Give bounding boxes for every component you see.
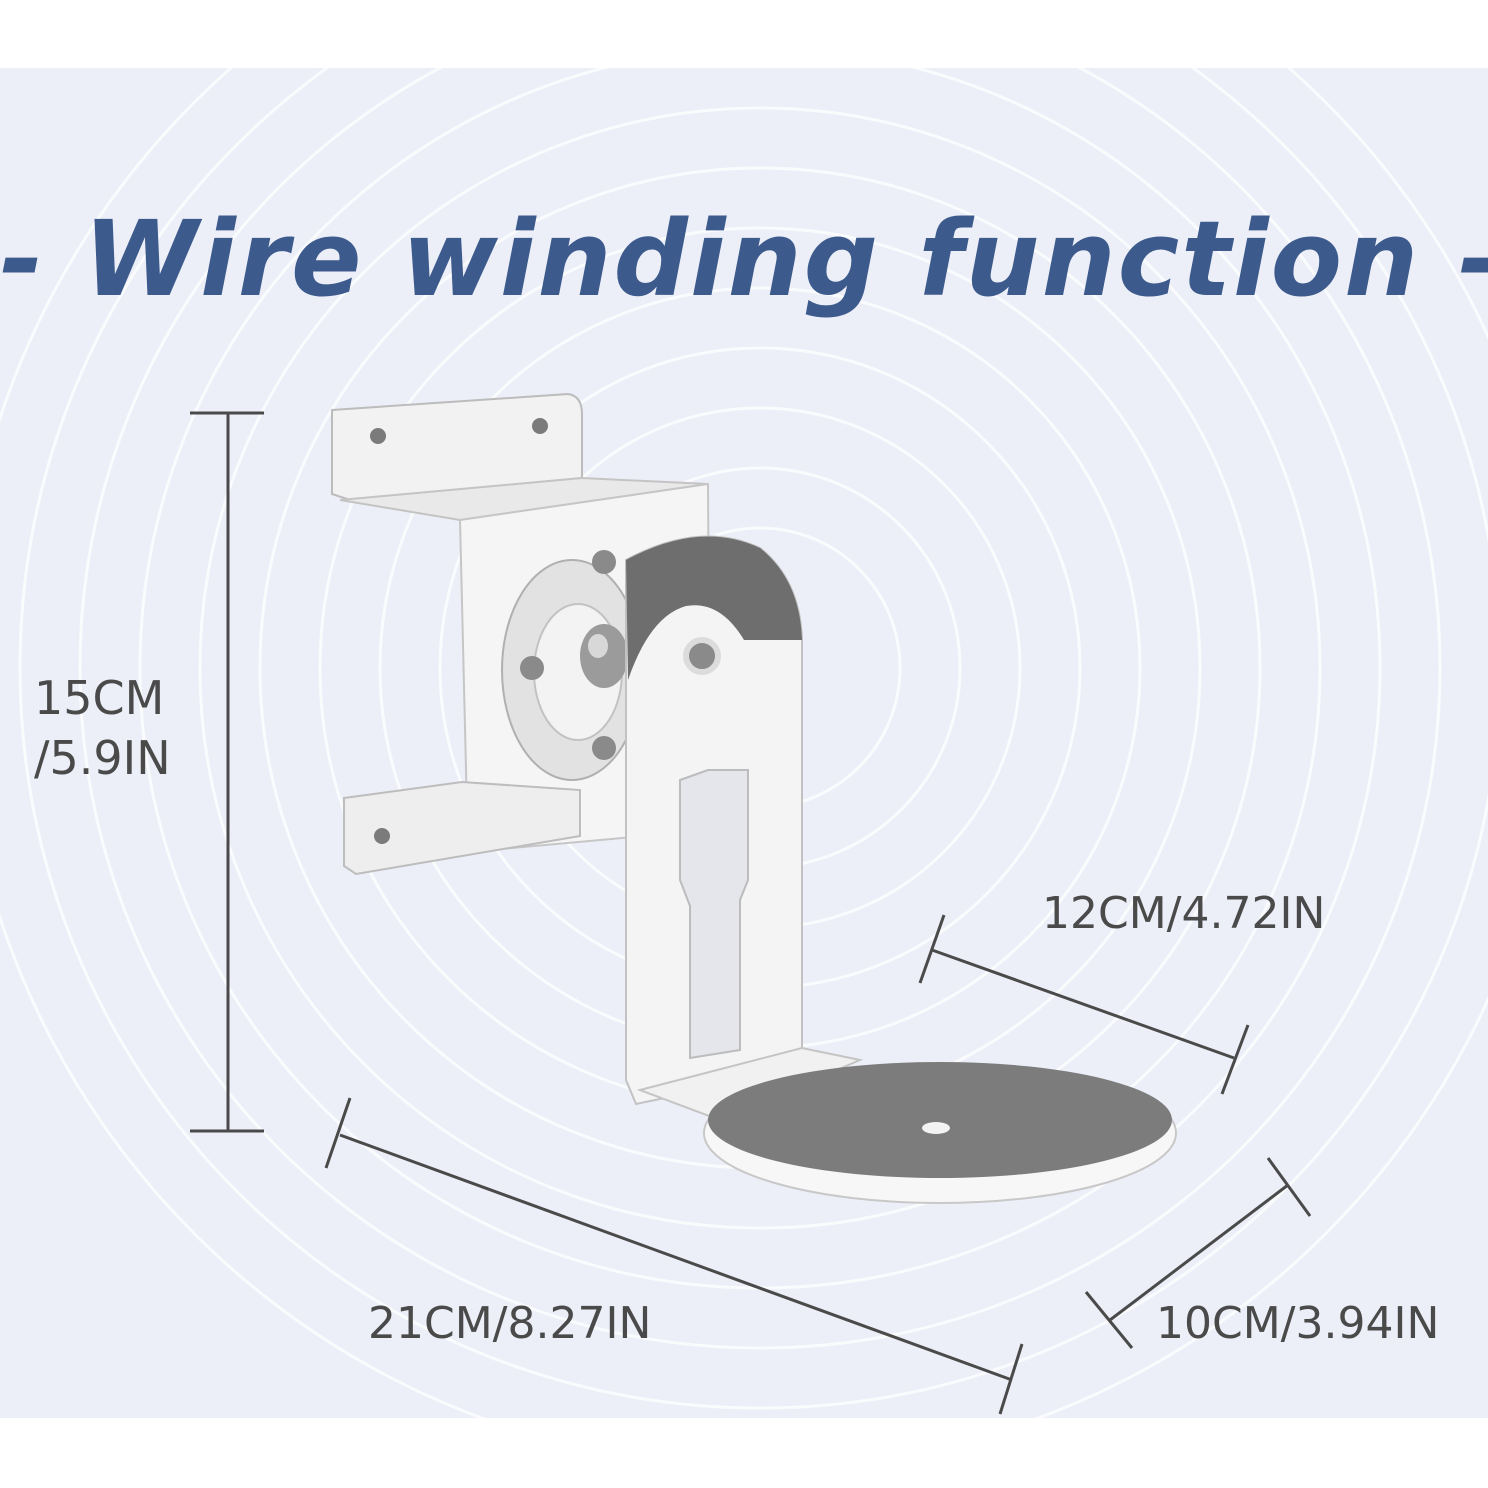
base-diameter-dimension-label: 10CM/3.94IN bbox=[1156, 1298, 1440, 1349]
product-panel bbox=[0, 68, 1488, 1418]
height-metric: 15CM bbox=[34, 671, 165, 725]
upright-arm bbox=[625, 535, 803, 1106]
width-dimension-label: 21CM/8.27IN bbox=[368, 1298, 652, 1349]
headline-title: - Wire winding function - bbox=[0, 198, 1488, 320]
height-imperial: /5.9IN bbox=[34, 731, 171, 785]
base-plate bbox=[636, 1046, 1177, 1204]
swivel-joint bbox=[501, 550, 643, 781]
arm-depth-dimension-label: 12CM/4.72IN bbox=[1042, 888, 1326, 939]
concentric-rings-background bbox=[0, 68, 1488, 1418]
dimension-lines bbox=[190, 411, 1312, 1415]
height-dimension-label: 15CM /5.9IN bbox=[34, 668, 171, 788]
